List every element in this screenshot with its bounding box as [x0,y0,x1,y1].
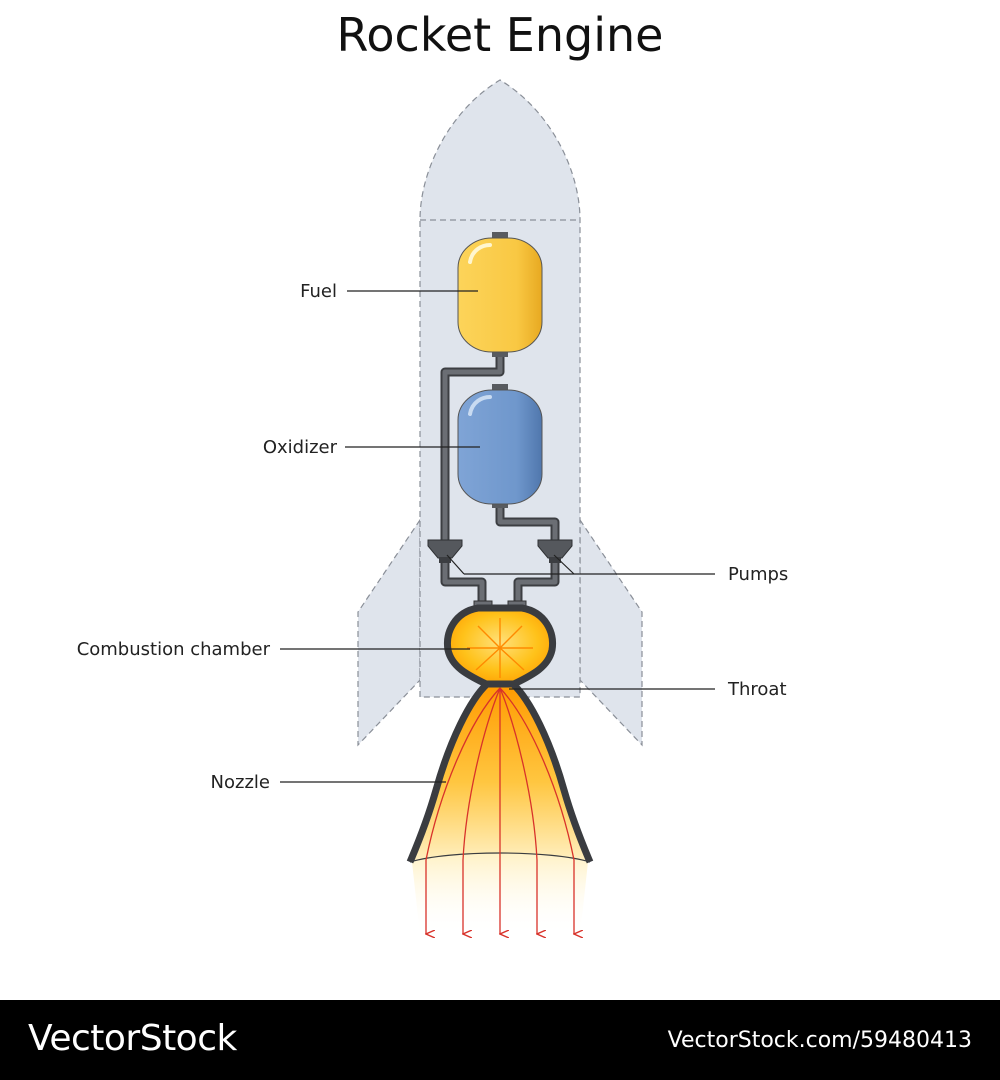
exhaust-flow-lines [426,687,574,934]
watermark-brand: VectorStock [28,1018,237,1059]
nozzle-label: Nozzle [211,772,270,793]
pump-right [537,539,573,563]
watermark-bar: VectorStock VectorStock.com/59480413 [0,1000,1000,1080]
right-fin [579,518,643,747]
oxidizer-tank [457,384,543,508]
combustion-chamber [443,604,557,688]
oxidizer-label: Oxidizer [263,437,338,458]
page-title: Rocket Engine [336,8,664,62]
fuel-tank [457,232,543,357]
combustion-chamber-label: Combustion chamber [77,639,271,660]
pumps-label: Pumps [728,564,788,585]
pump-left [427,539,463,563]
fuel-label: Fuel [300,281,337,302]
watermark-image-id: VectorStock.com/59480413 [667,1028,972,1053]
throat-label: Throat [727,679,787,700]
left-fin [357,518,421,747]
rocket-engine-diagram: Fuel Oxidizer Pumps Combustion chamber T… [77,79,788,1000]
